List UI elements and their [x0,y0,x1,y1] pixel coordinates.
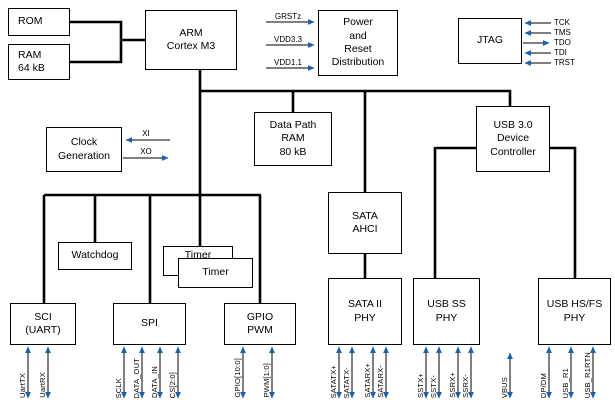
block-sata2-phy: SATA II PHY [328,278,402,345]
block-data-path-ram: Data Path RAM 80 kB [254,112,332,166]
pin-label-pwm: PWM[1:0] [262,363,271,398]
block-rom: ROM [8,8,70,36]
pin-label-trst: TRST [554,58,575,67]
pin-label-gpio: GPIO[10:0] [233,358,242,398]
block-clock-generation: Clock Generation [46,127,122,172]
block-sci-uart: SCI (UART) [10,303,76,345]
block-usb-hsfs-phy: USB HS/FS PHY [538,278,611,345]
pin-label-xi: XI [142,129,150,138]
block-watchdog: Watchdog [58,242,132,270]
jtag-wires [523,20,551,66]
pin-label-tms: TMS [554,28,571,37]
block-jtag: JTAG [458,18,522,64]
clock-wires [123,137,170,161]
pin-label-satarx-n: SATARX- [376,365,385,398]
pin-label-ssrx-n: SSRX- [461,374,470,398]
pin-label-vdd33: VDD3.3 [273,35,302,44]
pin-label-ssrx-p: SSRX+ [448,372,457,398]
pin-label-uarttx: UartTX [18,373,27,398]
pin-label-tck: TCK [554,18,570,27]
pin-label-data-in: DATA_IN [150,366,159,398]
block-spi: SPI [113,303,186,345]
block-sata-ahci: SATA AHCI [328,192,402,254]
pin-label-uartrx: UartRX [38,372,47,398]
pin-label-vbus: VBUS [500,376,509,398]
block-gpio-pwm: GPIO PWM [224,303,296,345]
pin-label-tdo: TDO [554,38,571,47]
pin-label-sclk: SCLK [114,377,123,398]
block-power-reset-distribution: Power and Reset Distribution [318,10,398,76]
power-wires [266,19,315,71]
pin-label-usb-r1rtn: USB_R1RTN [583,351,592,398]
block-timer-front: Timer [178,258,253,288]
pin-label-sstx-p: SSTX+ [416,373,425,398]
bottom-pin-wires [25,346,596,399]
block-arm-cortex-m3: ARM Cortex M3 [145,10,237,70]
pin-label-xo: XO [140,147,152,156]
block-usb-ss-phy: USB SS PHY [413,278,480,345]
pin-label-vdd11: VDD1.1 [273,58,302,67]
pin-label-dpdm: DP/DM [539,372,548,398]
pin-label-satatx-p: SATATX+ [329,364,338,398]
pin-label-sstx-n: SSTX- [429,374,438,398]
pin-label-usb-r1: USB_R1 [561,367,570,398]
pin-label-tdi: TDI [554,48,567,57]
block-ram: RAM 64 kB [8,44,70,80]
pin-label-grstz: GRSTz [274,12,302,21]
pin-label-cs: CS[2:0] [168,371,177,398]
bus-lines [42,20,577,304]
block-usb3-device-controller: USB 3.0 Device Controller [476,106,550,172]
pin-label-satarx-p: SATARX+ [363,363,372,398]
pin-label-satatx-n: SATATX- [342,366,351,398]
pin-label-data-out: DATA_OUT [132,357,141,399]
